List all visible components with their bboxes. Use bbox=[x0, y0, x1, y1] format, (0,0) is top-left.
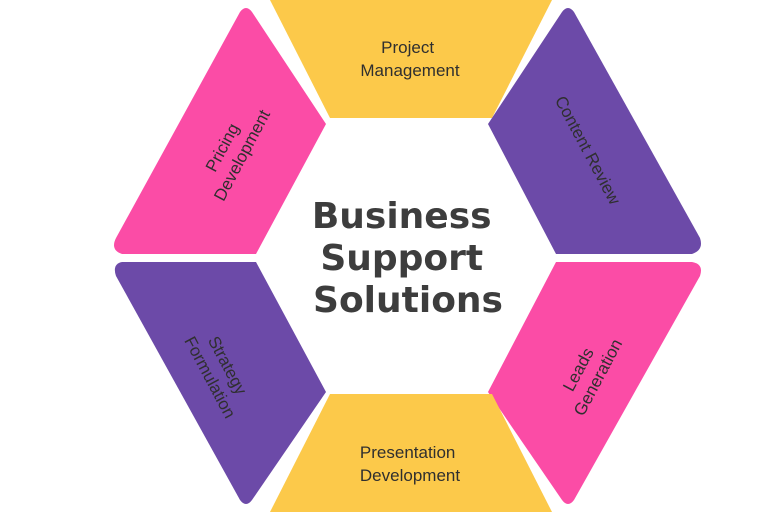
segment-bottom-line-2: Development bbox=[360, 466, 460, 485]
segment-bottom-shape bbox=[270, 394, 552, 512]
segment-project-management: Project Management bbox=[270, 0, 552, 118]
center-title: Business Support Solutions bbox=[312, 196, 504, 321]
segment-leads-generation: Leads Generation bbox=[488, 262, 701, 504]
segment-lower-right-shape bbox=[488, 262, 701, 504]
segment-top-line-1: Project bbox=[381, 38, 434, 57]
center-title-line-2: Support bbox=[320, 238, 483, 279]
segment-upper-left-shape bbox=[114, 8, 326, 254]
segment-bottom-label: Presentation Development bbox=[360, 443, 460, 485]
segment-top-line-2: Management bbox=[360, 61, 460, 80]
segment-bottom-line-1: Presentation bbox=[360, 443, 455, 462]
segment-presentation-development: Presentation Development bbox=[270, 394, 552, 512]
segment-strategy-formulation: Strategy Formulation bbox=[114, 262, 326, 504]
center-hexagon-shape bbox=[268, 124, 552, 390]
center-hub: Business Support Solutions bbox=[268, 124, 552, 390]
center-title-line-1: Business bbox=[312, 196, 492, 237]
segment-upper-right-shape bbox=[488, 8, 701, 254]
segment-top-label: Project Management bbox=[360, 38, 460, 80]
segment-content-review: Content Review bbox=[488, 8, 701, 254]
segment-top-shape bbox=[270, 0, 552, 118]
segment-lower-left-shape bbox=[114, 262, 326, 504]
segment-pricing-development: Pricing Development bbox=[114, 8, 326, 254]
center-title-line-3: Solutions bbox=[313, 280, 503, 321]
